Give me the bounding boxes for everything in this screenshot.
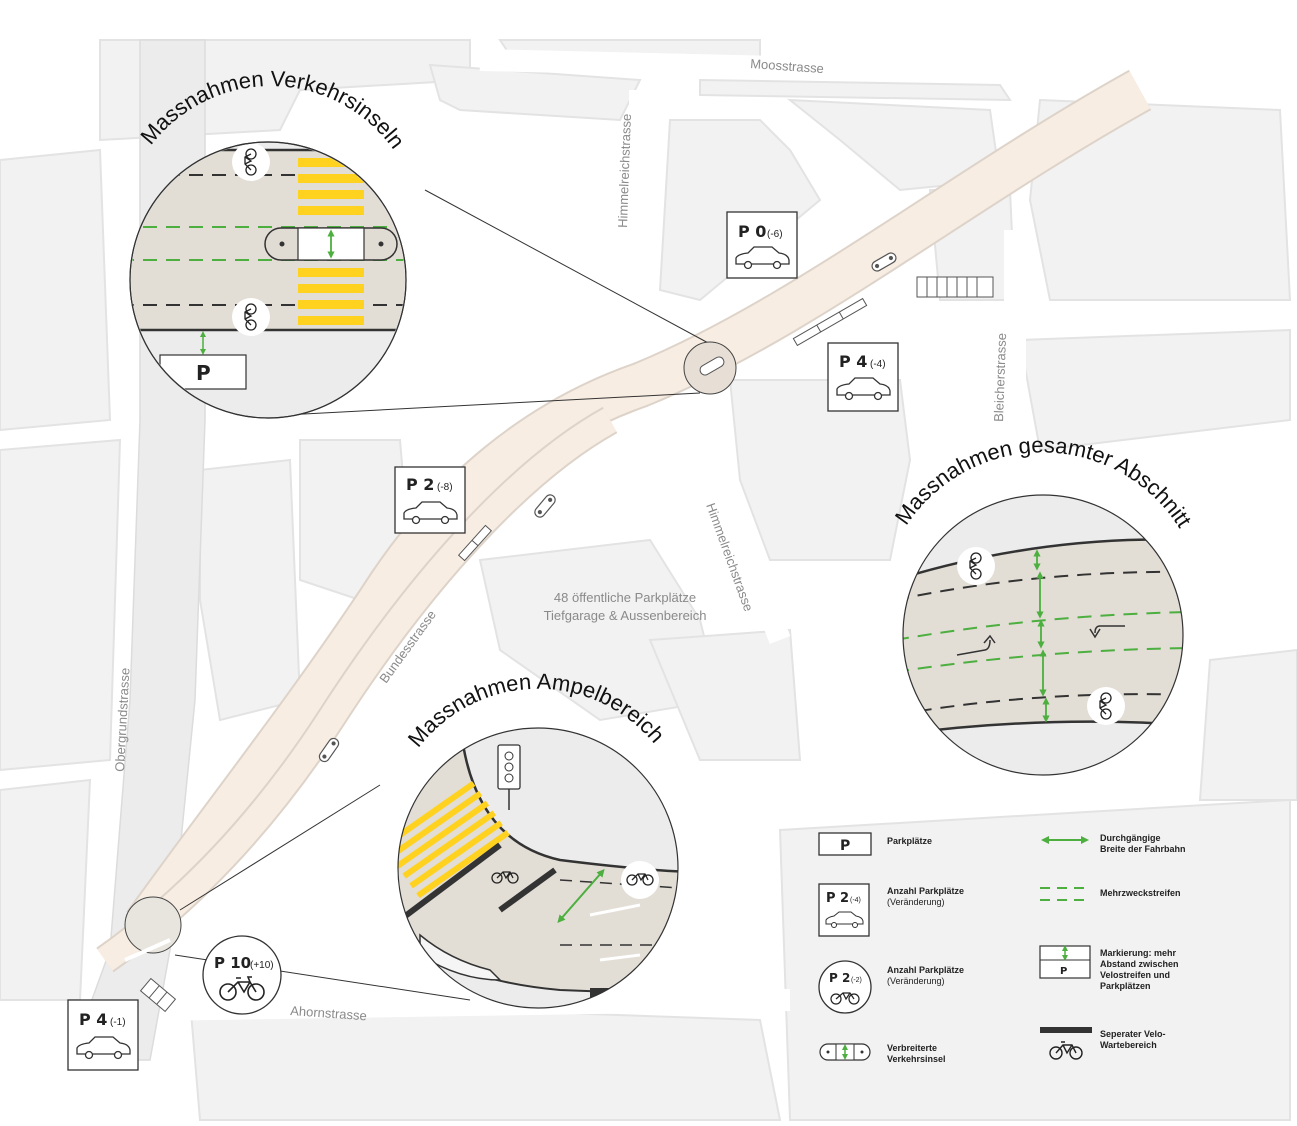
legend-durchgaengige-text: Durchgängige Breite der Fahrbahn — [1100, 833, 1186, 854]
svg-text:P 10: P 10 — [214, 954, 251, 972]
legend-anzahl-velo-symbol: P 2 (-2) — [818, 960, 872, 1014]
legend-parkplaetze-symbol: P — [818, 832, 872, 856]
car-icon — [735, 246, 790, 270]
legend-velo-warte-text: Seperater Velo- Wartebereich — [1100, 1029, 1166, 1050]
parking-box-p4-bottom: P 4 (-1) — [67, 999, 139, 1071]
svg-text:(-4): (-4) — [850, 897, 861, 904]
legend-anzahl-auto-text: Anzahl Parkplätze(Veränderung) — [887, 886, 965, 907]
legend-velo-warte-symbol — [1040, 1027, 1092, 1060]
inset-parking-label: P — [196, 361, 211, 385]
legend-markierung-text: Markierung: mehr Abstand zwischen Velost… — [1100, 948, 1179, 991]
bicycle-icon — [232, 298, 270, 336]
detail-circle-ampel — [124, 896, 182, 962]
svg-text:(+10): (+10) — [250, 960, 274, 971]
legend-mehrzweck-text: Mehrzweckstreifen — [1100, 888, 1181, 898]
bicycle-icon — [830, 992, 860, 1005]
legend: P P 2 (-4) P 2 (-2) — [818, 832, 1092, 1061]
svg-text:P 4: P 4 — [79, 1010, 107, 1029]
inset-ampelbereich — [397, 727, 679, 1009]
car-icon — [825, 911, 864, 928]
legend-anzahl-velo-text: Anzahl Parkplätze(Veränderung) — [887, 965, 965, 986]
car-icon — [76, 1036, 131, 1060]
inset-gesamter-abschnitt — [902, 494, 1184, 776]
svg-text:(-6): (-6) — [767, 229, 783, 240]
parking-note-line2: Tiefgarage & Aussenbereich — [544, 608, 707, 623]
traffic-island-icons — [318, 252, 897, 763]
detail-circle-island — [683, 341, 737, 395]
street-label-ahornstrasse: Ahornstrasse — [290, 1003, 367, 1023]
svg-text:P: P — [840, 838, 850, 854]
parking-strips — [139, 276, 994, 1013]
svg-text:P 4: P 4 — [839, 352, 867, 371]
street-label-bleicherstrasse: Bleicherstrasse — [991, 333, 1009, 422]
car-icon — [403, 501, 458, 525]
street-label-obergrundstrasse: Obergrundstrasse — [112, 667, 132, 772]
svg-text:(-4): (-4) — [870, 359, 886, 370]
parking-box-p4-right: P 4 (-4) — [827, 342, 899, 412]
bicycle-icon — [621, 861, 659, 899]
car-icon — [836, 377, 891, 401]
parking-box-p0: P 0 (-6) — [726, 211, 798, 279]
street-label-himmelreichstrasse-top: Himmelreichstrasse — [615, 114, 634, 229]
svg-text:P 0: P 0 — [738, 222, 766, 241]
bicycle-icon — [219, 976, 265, 1001]
bicycle-icon — [491, 871, 519, 884]
inset-verkehrsinseln: P — [129, 141, 407, 419]
svg-text:(-2): (-2) — [851, 977, 862, 984]
legend-markierung-symbol: P — [1039, 945, 1091, 979]
parking-box-p2: P 2 (-8) — [394, 466, 466, 534]
svg-text:P 2: P 2 — [826, 891, 849, 906]
legend-verkehrsinsel-text: Verbreiterte Verkehrsinsel — [887, 1043, 946, 1064]
legend-anzahl-auto-symbol: P 2 (-4) — [818, 883, 870, 937]
svg-text:P 2: P 2 — [406, 475, 434, 494]
bike-parking-p10: P 10 (+10) — [202, 935, 282, 1015]
bicycle-icon — [957, 547, 995, 585]
parking-note-line1: 48 öffentliche Parkplätze — [554, 590, 696, 605]
street-label-moosstrasse: Moosstrasse — [750, 56, 825, 76]
building-blocks — [0, 39, 1297, 1121]
bicycle-icon — [232, 143, 270, 181]
bicycle-icon — [1087, 687, 1125, 725]
svg-text:(-8): (-8) — [437, 482, 453, 493]
legend-mehrzweck-symbol — [1040, 887, 1090, 901]
legend-verkehrsinsel-symbol — [819, 1043, 871, 1061]
svg-text:P: P — [1060, 966, 1067, 977]
callout-lines — [174, 189, 713, 1001]
bicycle-icon — [1049, 1041, 1083, 1060]
legend-parkplaetze-text: Parkplätze — [887, 836, 933, 846]
svg-text:(-1): (-1) — [110, 1017, 126, 1028]
svg-text:P 2: P 2 — [829, 971, 850, 985]
